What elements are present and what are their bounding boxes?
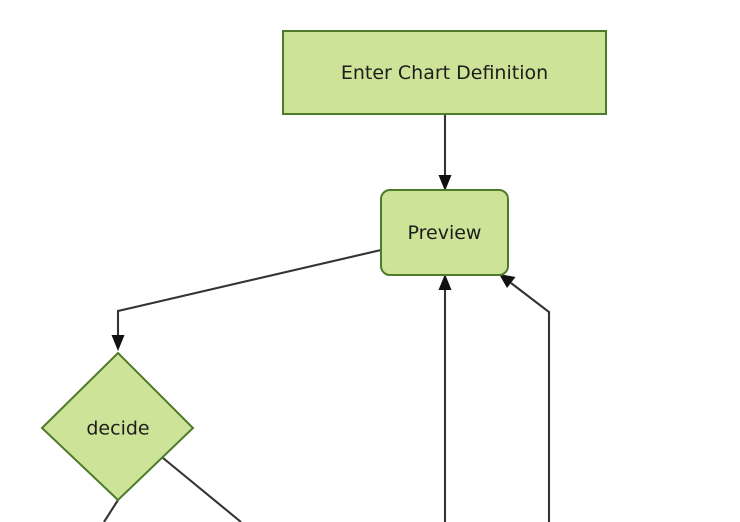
arrowhead-icon — [499, 274, 516, 288]
node-shape-rounded-rectangle — [380, 189, 509, 276]
edge-line — [116, 248, 382, 343]
edge-enter-to-preview — [438, 114, 452, 191]
node-label: Preview — [408, 222, 482, 244]
arrowhead-icon — [438, 274, 452, 290]
node-shape-diamond — [40, 351, 195, 502]
node-label: Enter Chart Definition — [341, 62, 548, 84]
edge-decide-bottom-out — [103, 499, 119, 522]
edge-preview-to-decide — [111, 248, 382, 351]
edge-bottom-right-to-preview — [499, 274, 551, 522]
edge-line — [162, 457, 242, 522]
edge-decide-right-out — [162, 457, 242, 522]
arrowhead-icon — [438, 175, 452, 191]
edge-line — [103, 499, 119, 522]
node-label: decide — [86, 418, 149, 440]
node-decide[interactable]: decide — [40, 351, 195, 502]
edge-bottom-center-to-preview — [438, 274, 452, 522]
node-enter-chart-definition[interactable]: Enter Chart Definition — [282, 30, 607, 115]
edge-line — [510, 282, 551, 522]
arrowhead-icon — [111, 335, 125, 351]
node-preview[interactable]: Preview — [380, 189, 509, 276]
node-shape-rectangle — [282, 30, 607, 115]
